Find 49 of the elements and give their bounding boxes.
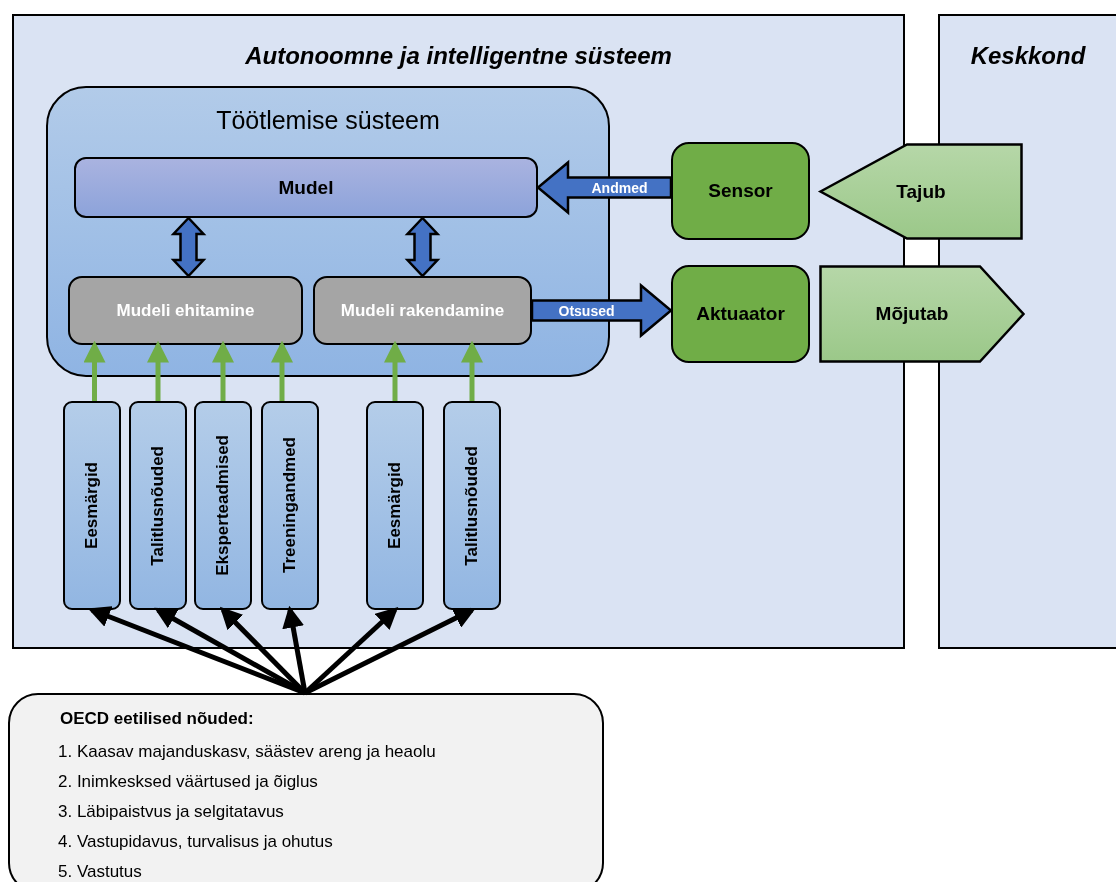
container-title: Töötlemise süsteem xyxy=(215,106,441,135)
box-label: Sensor xyxy=(708,180,773,202)
list-item: 3. Läbipaistvus ja selgitatavus xyxy=(58,801,285,823)
input-box xyxy=(366,401,424,610)
edge-label: Andmed xyxy=(591,179,648,196)
block-arrow xyxy=(536,159,673,216)
process-box xyxy=(68,276,303,345)
panel-title: Keskkond xyxy=(969,42,1087,70)
list-item: 5. Vastutus xyxy=(58,861,143,882)
box-label: Talitlusnõuded xyxy=(148,445,168,566)
box-label: Eesmärgid xyxy=(82,462,102,549)
device-box xyxy=(671,265,810,363)
input-box xyxy=(261,401,319,610)
box-label: Treeningandmed xyxy=(280,437,300,574)
list-item: 2. Inimkesksed väärtused ja õiglus xyxy=(58,771,319,793)
arrow xyxy=(212,340,234,401)
input-box xyxy=(194,401,252,610)
edge-label: Otsused xyxy=(558,302,615,319)
arrow xyxy=(87,606,306,696)
block-arrow xyxy=(530,282,673,339)
note-heading: OECD eetilised nõuded: xyxy=(60,709,255,729)
arrow xyxy=(384,340,406,401)
arrow xyxy=(147,340,169,401)
box-label: Mudeli rakendamine xyxy=(340,300,505,321)
input-box xyxy=(63,401,121,610)
arrow xyxy=(271,340,293,401)
block-arrow xyxy=(170,216,207,278)
list-item: 1. Kaasav majanduskasv, säästev areng ja heaolu xyxy=(58,741,437,763)
process-box xyxy=(313,276,532,345)
arrow xyxy=(461,340,483,401)
process-box xyxy=(74,157,538,218)
box-label: Eksperteadmised xyxy=(213,435,233,576)
arrow xyxy=(83,340,106,401)
panel-title: Autonoomne ja intelligentne süsteem xyxy=(244,42,673,70)
note-box xyxy=(8,693,604,882)
list-item: 4. Vastupidavus, turvalisus ja ohutus xyxy=(58,831,334,853)
box-label: Aktuaator xyxy=(696,303,785,325)
box-label: Talitlusnõuded xyxy=(462,445,482,566)
shape-label: Tajub xyxy=(896,180,946,203)
input-box xyxy=(129,401,187,610)
device-box xyxy=(671,142,810,240)
input-box xyxy=(443,401,501,610)
box-label: Eesmärgid xyxy=(385,462,405,549)
box-label: Mudel xyxy=(278,176,334,199)
block-arrow xyxy=(404,216,441,278)
arrow xyxy=(154,607,307,696)
arrow xyxy=(303,607,476,696)
shape-label: Mõjutab xyxy=(875,303,949,325)
box-label: Mudeli ehitamine xyxy=(116,300,255,321)
